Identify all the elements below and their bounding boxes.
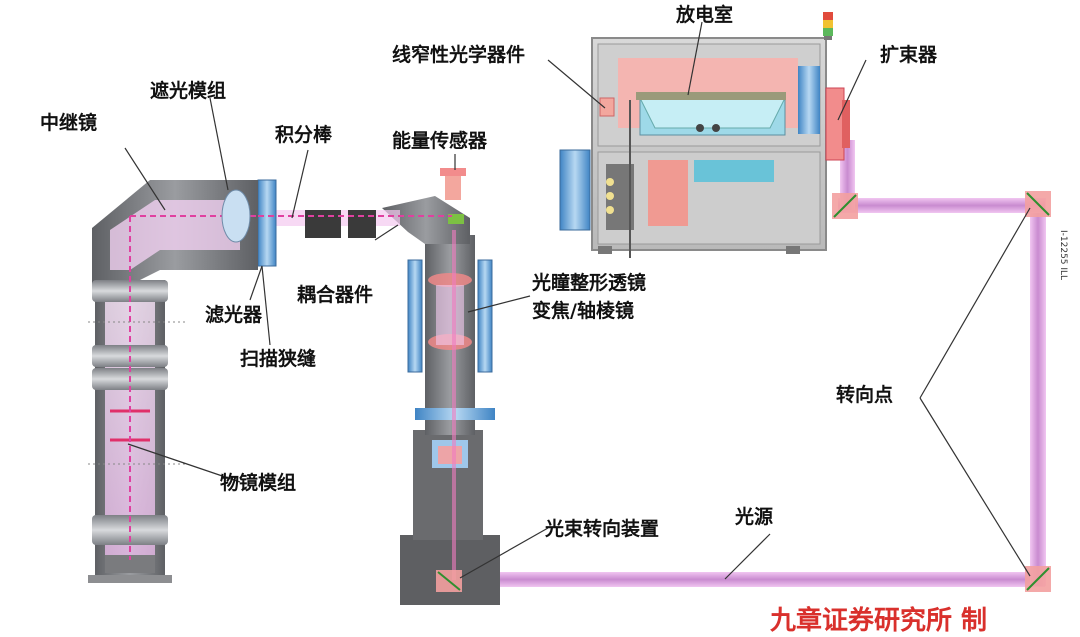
projection-column xyxy=(88,180,258,583)
turning-mirrors xyxy=(832,191,1051,592)
integrator-coupler xyxy=(257,179,452,267)
beam-steering-unit-label: 光束转向装置 xyxy=(545,518,660,540)
objective-module-label: 物镜模组 xyxy=(220,472,297,494)
light-source-label: 光源 xyxy=(735,506,774,528)
pupil-shaping-lens-label: 光瞳整形透镜 xyxy=(532,272,647,294)
line-narrowing-optics-label: 线窄性光学器件 xyxy=(392,44,526,66)
discharge-chamber-label: 放电室 xyxy=(676,4,734,26)
illuminator-column xyxy=(382,168,500,605)
filter-label: 滤光器 xyxy=(205,304,263,326)
zoom-axicon-label: 变焦/轴棱镜 xyxy=(532,300,634,322)
beam-expander-label: 扩束器 xyxy=(880,44,938,66)
watermark-text: 九章证券研究所 制 xyxy=(770,606,988,636)
diagram-canvas xyxy=(88,12,1051,605)
masking-module-label: 遮光模组 xyxy=(150,80,227,102)
figure-code: I-12255 ILL xyxy=(1058,230,1068,281)
coupling-device-label: 耦合器件 xyxy=(297,284,374,306)
leader-lines xyxy=(124,21,1031,580)
laser-cabinet xyxy=(559,12,850,258)
turning-points-label: 转向点 xyxy=(836,384,894,406)
lithography-diagram: 中继镜 遮光模组 积分棒 能量传感器 线窄性光学器件 放电室 扩束器 滤光器 耦… xyxy=(40,4,1068,637)
scan-slit-label: 扫描狭缝 xyxy=(240,348,317,370)
integrator-rod-label: 积分棒 xyxy=(275,124,333,146)
energy-sensor-label: 能量传感器 xyxy=(392,130,488,152)
relay-mirror-label: 中继镜 xyxy=(40,112,98,134)
